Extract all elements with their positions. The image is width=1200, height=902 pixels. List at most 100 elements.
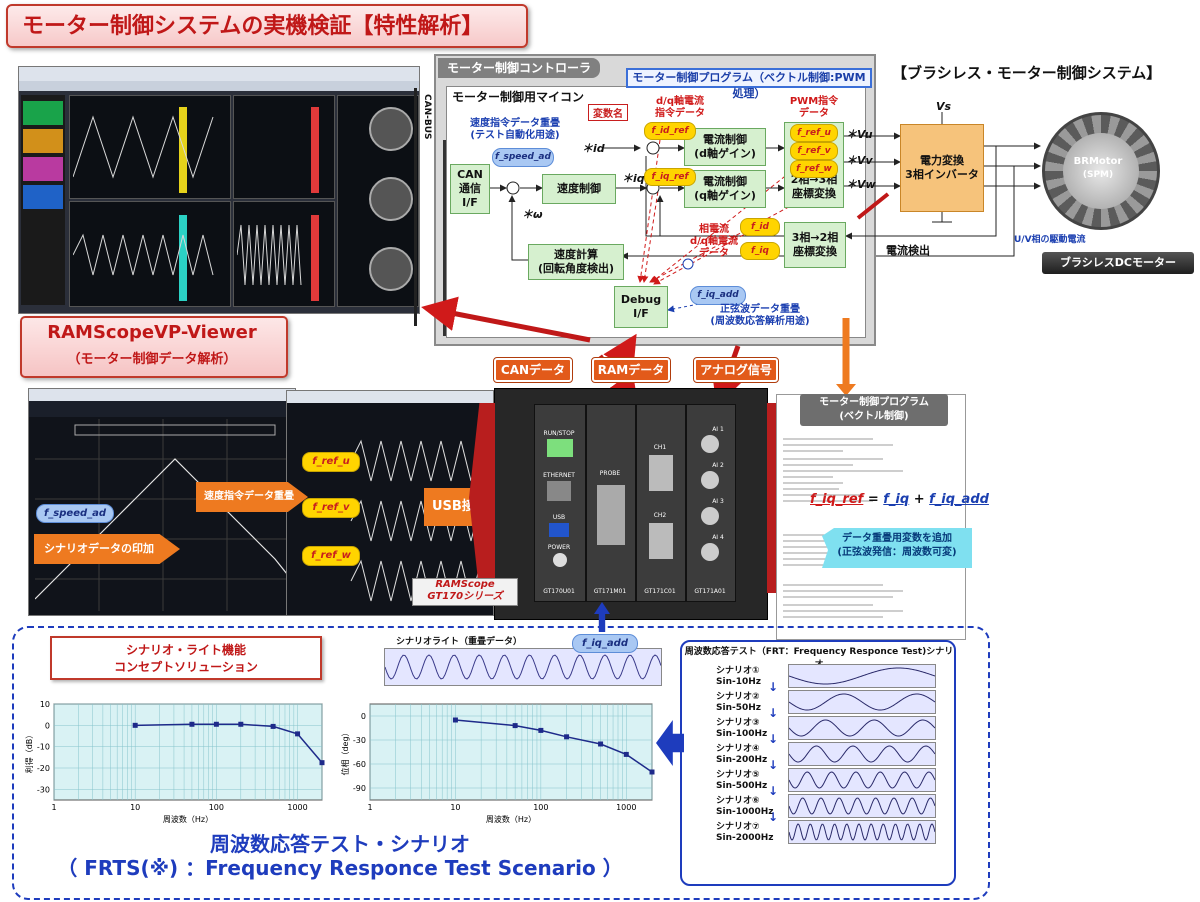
scenario-wave	[788, 794, 936, 818]
current-d-block: 電流制御 (d軸ゲイン)	[684, 128, 766, 166]
scenario-name: シナリオ③	[716, 718, 760, 728]
x-axis-label: 周波数（Hz）	[163, 814, 213, 824]
var-f-speed-ad: f_speed_ad	[492, 148, 554, 167]
data-point	[538, 727, 544, 733]
frt-title: 周波数応答テスト・シナリオ	[210, 832, 470, 856]
x-tick-label: 100	[533, 803, 548, 812]
ai2-label: AI 2	[712, 462, 724, 469]
var-f-ref-v: f_ref_v	[790, 142, 838, 160]
speed-calc-block: 速度計算 (回転角度検出)	[528, 244, 624, 280]
sig-vu: ＊Vu	[846, 128, 873, 141]
y-tick-label: -90	[353, 784, 366, 793]
scenario-wave	[788, 768, 936, 792]
eq-equals: =	[863, 492, 884, 507]
y-tick-label: -10	[37, 743, 50, 752]
var-f-id-ref: f_id_ref	[644, 122, 696, 140]
sig-id: ＊id	[582, 142, 605, 155]
scenario-wave	[788, 664, 936, 688]
program-callout: データ重畳用変数を追加 (正弦波発信：周波数可変)	[822, 528, 972, 568]
sig-omega: ＊ω	[522, 208, 543, 221]
runstop-label: RUN/STOP	[543, 430, 575, 437]
mcu-label: モーター制御用マイコン	[452, 90, 585, 104]
data-point	[512, 723, 518, 729]
scenario-freq: Sin-2000Hz	[716, 833, 774, 843]
scenario-wave	[788, 716, 936, 740]
scenario-name: シナリオ④	[716, 744, 760, 754]
gt-series: GT170シリーズ	[427, 591, 503, 602]
ethernet-label: ETHERNET	[543, 472, 575, 479]
screen-f-speed-ad: f_speed_ad	[36, 504, 114, 523]
sig-iq: ＊iq	[622, 172, 645, 185]
sig-vv: ＊Vv	[846, 154, 873, 167]
data-point	[189, 721, 195, 727]
scenario-freq: Sin-100Hz	[716, 729, 768, 739]
motor-badge: ブラシレスDCモーター	[1042, 252, 1194, 274]
scenario-next-arrow-icon: ↓	[768, 810, 779, 824]
module-c01-label: GT171C01	[644, 588, 676, 595]
probe-label: PROBE	[599, 470, 621, 477]
screen-f-ref-u: f_ref_u	[302, 452, 360, 472]
x-tick-label: 1	[367, 803, 372, 812]
scenario-print-arrow: シナリオデータの印加	[34, 534, 180, 564]
sig-vs: Vs	[936, 100, 952, 113]
scenario-next-arrow-icon: ↓	[768, 732, 779, 746]
scenario-freq: Sin-50Hz	[716, 703, 762, 713]
module-u01-label: GT170U01	[543, 588, 575, 595]
uv-current-label: U/V相の駆動電流	[1014, 235, 1086, 245]
scenario-freq: Sin-1000Hz	[716, 807, 774, 817]
var-name-label: 変数名	[588, 104, 628, 121]
scenario-freq: Sin-10Hz	[716, 677, 762, 687]
ai3-label: AI 3	[712, 498, 724, 505]
scenario-concept-box: シナリオ・ライト機能 コンセプトソリューション	[50, 636, 322, 680]
phase-current-label: 相電流 d/q軸電流 データ	[690, 224, 738, 259]
program-doc-header: モーター制御プログラム (ベクトル制御)	[800, 394, 948, 426]
data-point	[623, 751, 629, 757]
data-point	[270, 723, 276, 729]
module-u01	[534, 404, 586, 602]
can-bus-line	[414, 88, 417, 326]
var-f-iq-ref: f_iq_ref	[644, 168, 696, 186]
scenario-freq: Sin-500Hz	[716, 781, 768, 791]
inverter-block: 電力変換 3相インバータ	[900, 124, 984, 212]
current-detect-label: 電流検出	[886, 244, 930, 257]
eq-a: f_iq	[883, 492, 910, 507]
eq-lhs: f_iq_ref	[810, 492, 864, 507]
scenario-wave	[788, 742, 936, 766]
can-bus-label: CAN-BUS	[422, 94, 432, 140]
scenario-name: シナリオ①	[716, 666, 760, 676]
sine-overlay-label: 正弦波データ重畳 (周波数応答解析用途)	[710, 304, 810, 327]
viewer-screenshot	[18, 66, 420, 314]
y-tick-label: -30	[353, 736, 366, 745]
gt-brand: RAMScope	[435, 579, 495, 590]
scenario-next-arrow-icon: ↓	[768, 758, 779, 772]
screen-f-ref-v: f_ref_v	[302, 498, 360, 518]
scenario-name: シナリオ②	[716, 692, 760, 702]
ch2-label: CH2	[653, 512, 667, 519]
x-tick-label: 1000	[287, 803, 307, 812]
scenario-panel	[12, 626, 990, 900]
speed-cmd-arrow: 速度指令データ重畳	[196, 482, 308, 512]
badge-can: CANデータ	[493, 357, 573, 383]
motor-image	[1042, 112, 1160, 230]
plot-area	[53, 703, 323, 801]
program-document	[776, 394, 966, 640]
y-tick-label: -60	[353, 760, 366, 769]
var-f-id: f_id	[740, 218, 780, 236]
debug-if-block: Debug I/F	[614, 286, 668, 328]
scenario-name: シナリオ⑦	[716, 822, 760, 832]
y-tick-label: 0	[361, 712, 366, 721]
ai4-label: AI 4	[712, 534, 724, 541]
var-f-iq-add: f_iq_add	[690, 286, 746, 305]
data-point	[295, 731, 301, 737]
scenario-f-iq-add: f_iq_add	[572, 634, 638, 653]
eq-b: f_iq_add	[929, 492, 989, 507]
ch1-label: CH1	[653, 444, 667, 451]
speed-control-block: 速度制御	[542, 174, 616, 204]
dq-cmd-label: d/q軸電流 指令データ	[655, 96, 705, 119]
